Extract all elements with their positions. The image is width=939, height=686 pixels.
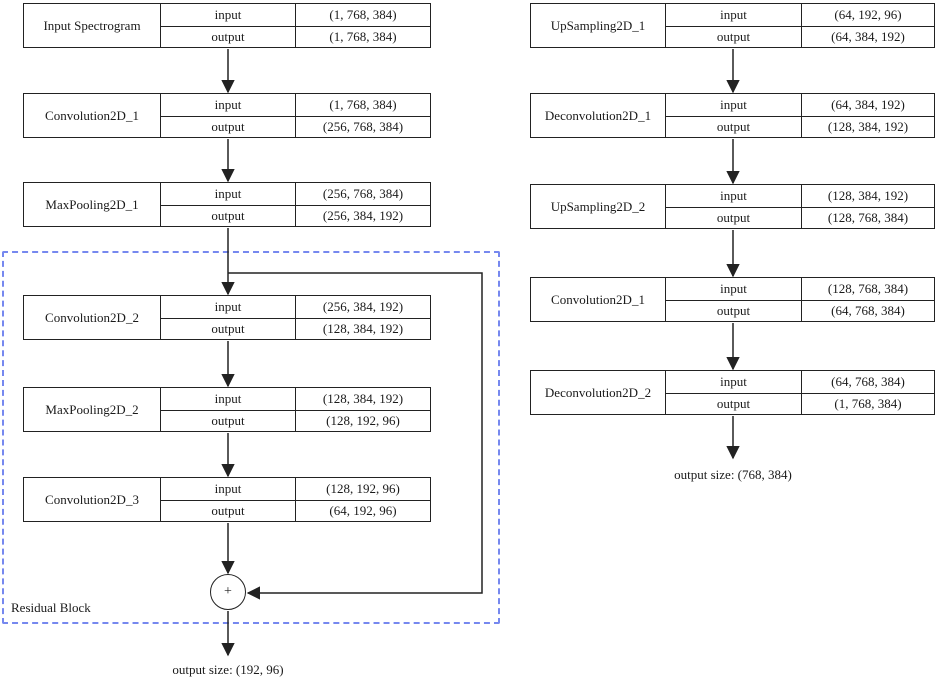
row-label-output: output [160,317,295,339]
layer-node-maxpooling2d-2: MaxPooling2D_2 input (128, 384, 192) out… [23,387,431,432]
output-shape: (128, 192, 96) [295,409,430,431]
row-label-input: input [665,94,801,116]
output-shape: (128, 384, 192) [801,115,934,137]
layer-name: Deconvolution2D_1 [544,108,652,123]
layer-name: Deconvolution2D_2 [544,385,652,400]
output-size-label-right: output size: (768, 384) [674,467,792,482]
layer-name: Input Spectrogram [43,18,141,33]
row-label-input: input [160,478,295,500]
row-label-output: output [160,204,295,226]
output-shape: (64, 768, 384) [801,299,934,321]
row-label-input: input [160,94,295,116]
input-shape: (1, 768, 384) [295,4,430,26]
input-shape: (1, 768, 384) [295,94,430,116]
row-label-output: output [665,392,801,414]
input-shape: (256, 384, 192) [295,296,430,318]
layer-name: MaxPooling2D_2 [45,402,139,417]
layer-name: UpSampling2D_1 [550,18,646,33]
row-label-input: input [160,296,295,318]
layer-name: MaxPooling2D_1 [45,197,139,212]
row-label-input: input [665,4,801,26]
row-label-output: output [665,25,801,47]
row-label-output: output [665,299,801,321]
output-shape: (256, 768, 384) [295,115,430,137]
layer-node-convolution2d-1-left: Convolution2D_1 input (1, 768, 384) outp… [23,93,431,138]
plus-symbol: + [224,584,232,599]
output-shape: (1, 768, 384) [801,392,934,414]
layer-name: Convolution2D_1 [45,108,139,123]
layer-name: UpSampling2D_2 [550,199,646,214]
layer-name: Convolution2D_3 [45,492,139,507]
row-label-output: output [665,206,801,228]
row-label-output: output [665,115,801,137]
residual-block-label: Residual Block [11,600,91,615]
layer-node-convolution2d-1-right: Convolution2D_1 input (128, 768, 384) ou… [530,277,935,322]
layer-name: Convolution2D_2 [45,310,139,325]
row-label-input: input [160,4,295,26]
input-shape: (256, 768, 384) [295,183,430,205]
output-shape: (64, 192, 96) [295,499,430,521]
layer-name: Convolution2D_1 [551,292,645,307]
input-shape: (128, 192, 96) [295,478,430,500]
row-label-output: output [160,409,295,431]
residual-block-outline [2,251,500,624]
row-label-input: input [665,371,801,393]
input-shape: (128, 768, 384) [801,278,934,300]
row-label-input: input [665,185,801,207]
row-label-output: output [160,115,295,137]
layer-node-input-spectrogram: Input Spectrogram input (1, 768, 384) ou… [23,3,431,48]
row-label-output: output [160,25,295,47]
layer-node-upsampling2d-1: UpSampling2D_1 input (64, 192, 96) outpu… [530,3,935,48]
output-shape: (64, 384, 192) [801,25,934,47]
layer-node-convolution2d-3: Convolution2D_3 input (128, 192, 96) out… [23,477,431,522]
output-size-label-left: output size: (192, 96) [172,662,284,677]
layer-node-upsampling2d-2: UpSampling2D_2 input (128, 384, 192) out… [530,184,935,229]
input-shape: (128, 384, 192) [801,185,934,207]
input-shape: (64, 768, 384) [801,371,934,393]
row-label-input: input [160,183,295,205]
output-shape: (128, 384, 192) [295,317,430,339]
output-shape: (128, 768, 384) [801,206,934,228]
plus-icon: + [210,574,246,610]
layer-node-convolution2d-2: Convolution2D_2 input (256, 384, 192) ou… [23,295,431,340]
layer-node-maxpooling2d-1: MaxPooling2D_1 input (256, 768, 384) out… [23,182,431,227]
input-shape: (64, 192, 96) [801,4,934,26]
row-label-output: output [160,499,295,521]
layer-node-deconvolution2d-1: Deconvolution2D_1 input (64, 384, 192) o… [530,93,935,138]
output-shape: (1, 768, 384) [295,25,430,47]
output-shape: (256, 384, 192) [295,204,430,226]
input-shape: (64, 384, 192) [801,94,934,116]
row-label-input: input [665,278,801,300]
input-shape: (128, 384, 192) [295,388,430,410]
row-label-input: input [160,388,295,410]
layer-node-deconvolution2d-2: Deconvolution2D_2 input (64, 768, 384) o… [530,370,935,415]
